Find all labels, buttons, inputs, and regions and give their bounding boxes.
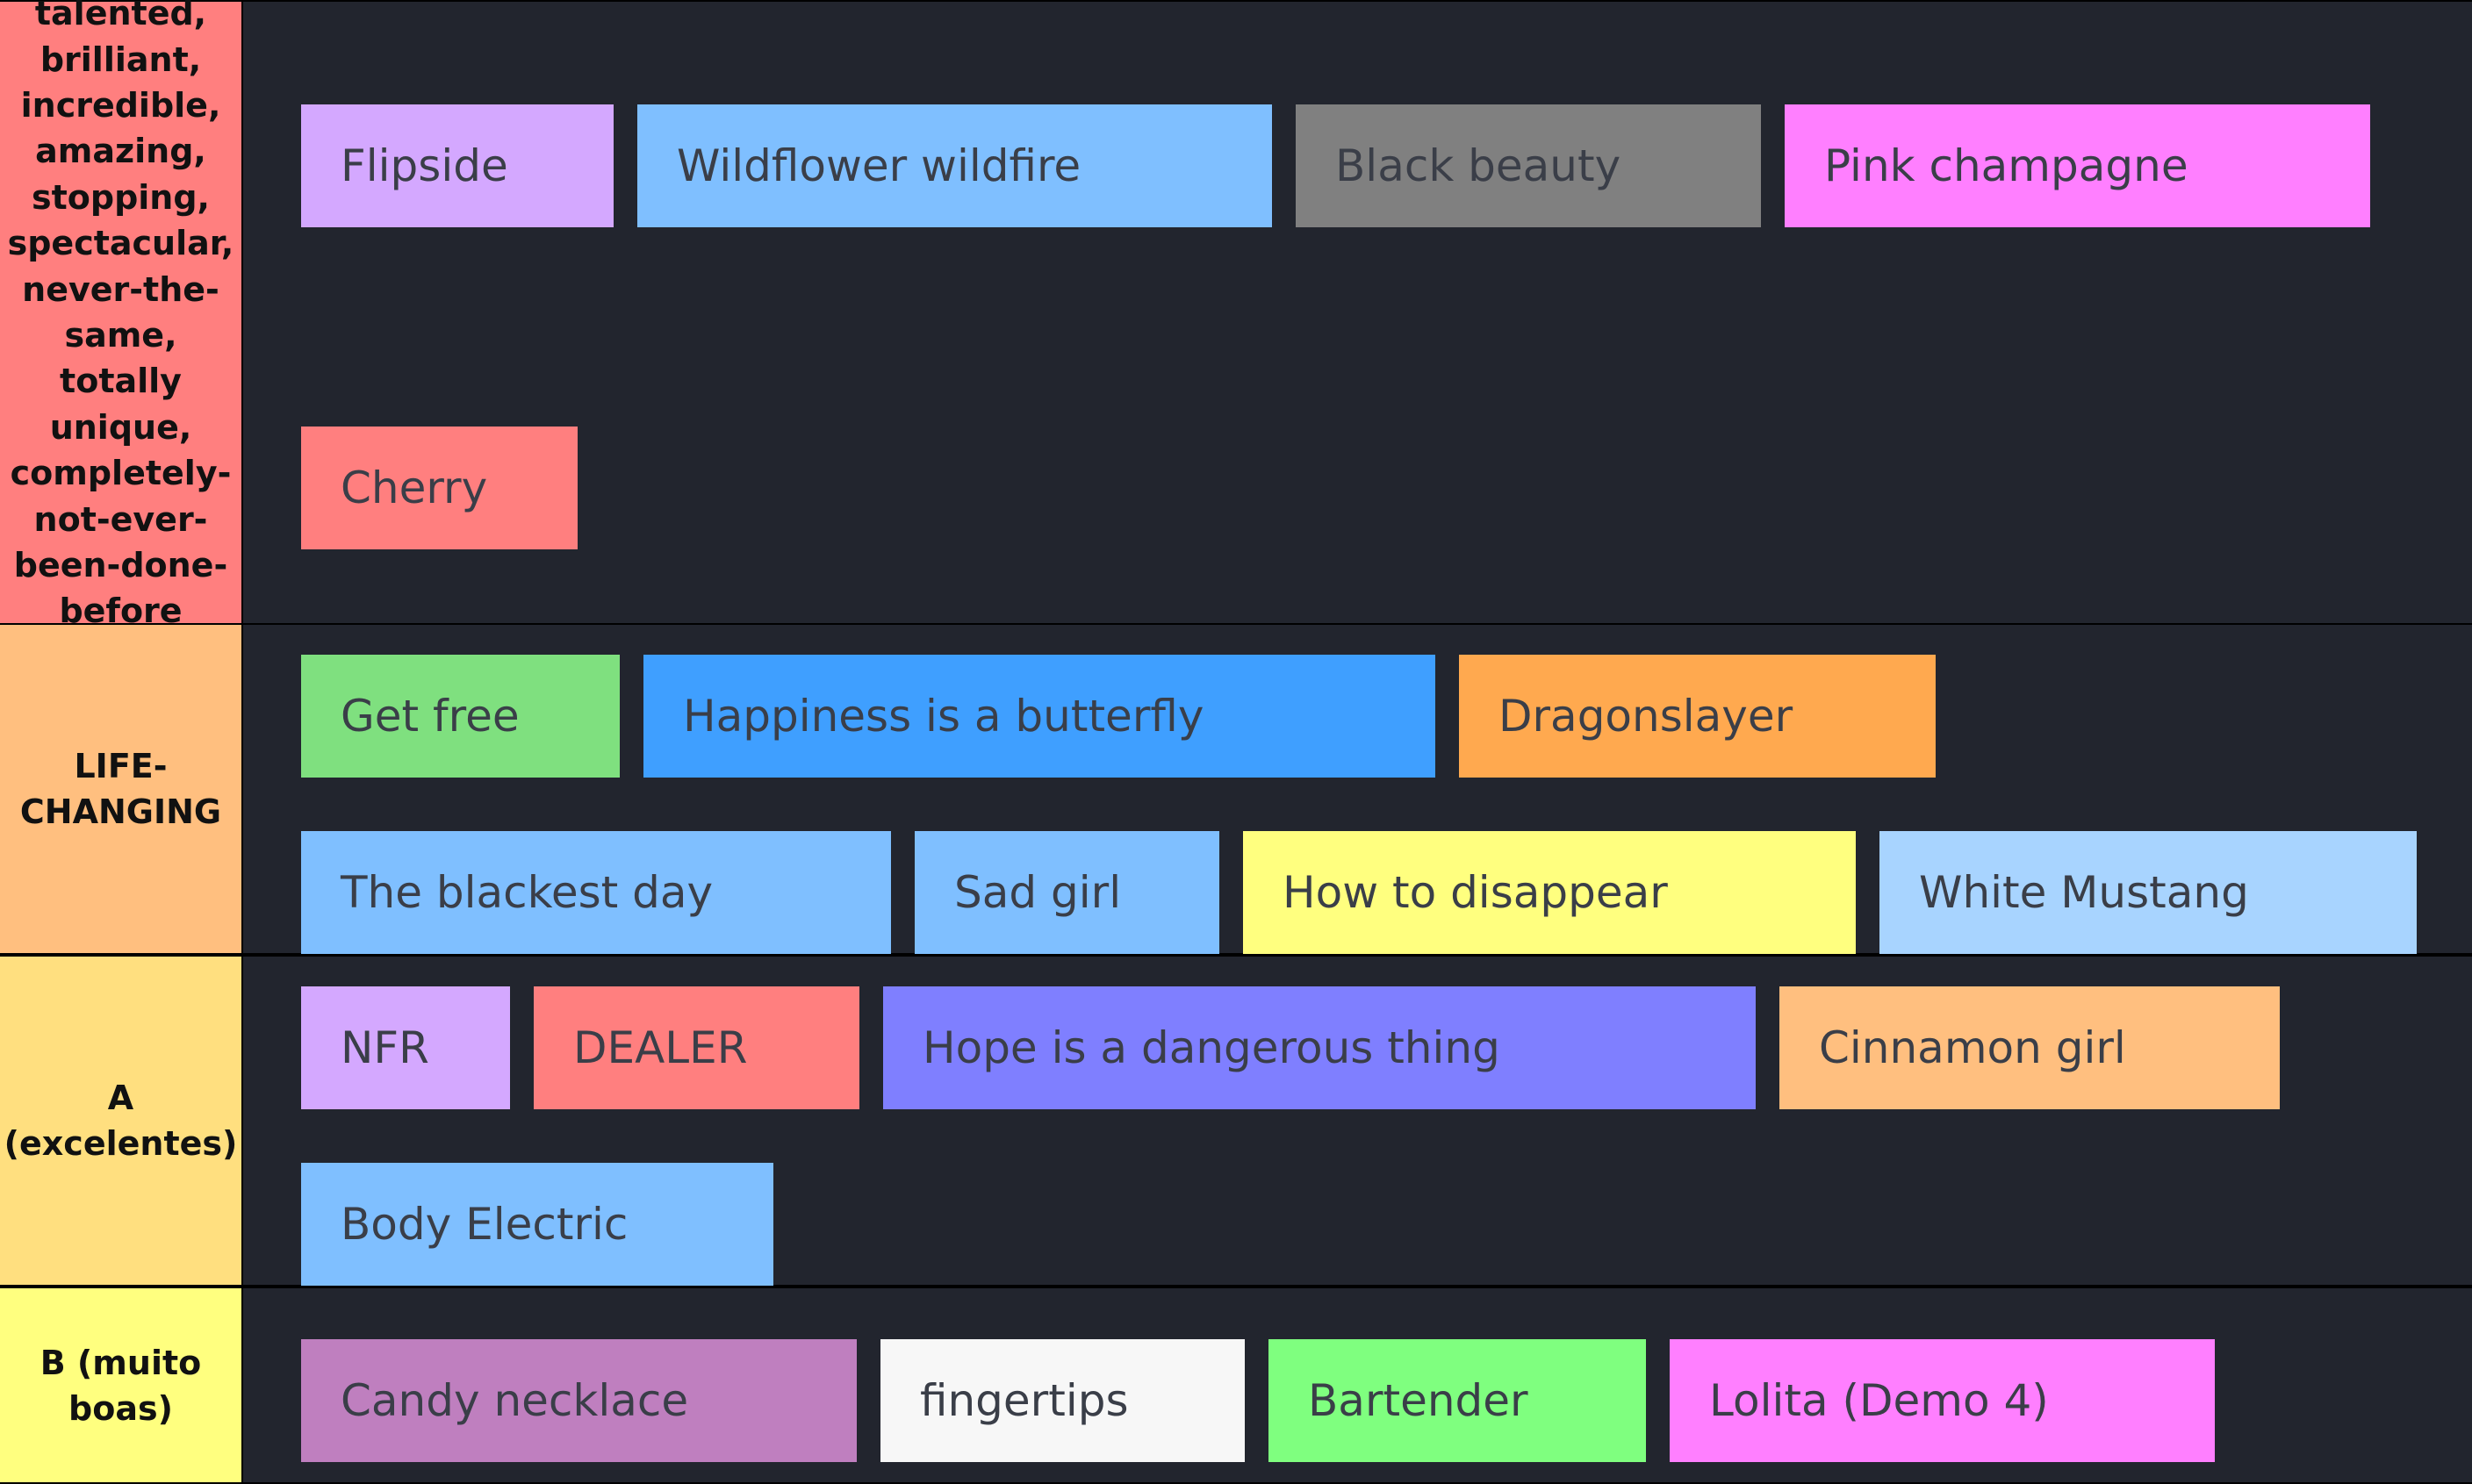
tier-items-area-3[interactable]: Candy necklace fingertips Bartender Loli… [243, 1288, 2472, 1482]
tier-item-body-electric[interactable]: Body Electric [301, 1163, 773, 1286]
tier-item-sad-girl[interactable]: Sad girl [915, 831, 1219, 954]
tier-item-fingertips[interactable]: fingertips [880, 1339, 1245, 1462]
tier-item-happiness-is-a-butterfly[interactable]: Happiness is a butterfly [643, 655, 1435, 778]
tier-row-0: talented, brilliant, incredible, amazing… [0, 0, 2472, 630]
tier-item-how-to-disappear[interactable]: How to disappear [1243, 831, 1856, 954]
tier-item-wildflower-wildfire[interactable]: Wildflower wildfire [637, 104, 1272, 227]
tier-row-3: B (muito boas) Candy necklace fingertips… [0, 1288, 2472, 1482]
tier-items-area-1[interactable]: Get free Happiness is a butterfly Dragon… [243, 625, 2472, 954]
tier-item-pink-champagne[interactable]: Pink champagne [1785, 104, 2370, 227]
tier-item-lolita-demo-4[interactable]: Lolita (Demo 4) [1670, 1339, 2215, 1462]
tier-item-cinnamon-girl[interactable]: Cinnamon girl [1779, 986, 2280, 1109]
tier-item-flipside[interactable]: Flipside [301, 104, 614, 227]
tier-item-get-free[interactable]: Get free [301, 655, 620, 778]
tier-item-dealer[interactable]: DEALER [534, 986, 859, 1109]
tier-item-bartender[interactable]: Bartender [1268, 1339, 1646, 1462]
tier-label-0[interactable]: talented, brilliant, incredible, amazing… [0, 0, 241, 630]
tier-row-2: A (excelentes) NFR DEALER Hope is a dang… [0, 957, 2472, 1286]
tier-label-1[interactable]: LIFE-CHANGING [0, 625, 241, 953]
tier-items-area-2[interactable]: NFR DEALER Hope is a dangerous thing Cin… [243, 957, 2472, 1286]
tier-item-dragonslayer[interactable]: Dragonslayer [1459, 655, 1936, 778]
tier-label-2[interactable]: A (excelentes) [0, 957, 241, 1285]
tier-item-candy-necklace[interactable]: Candy necklace [301, 1339, 857, 1462]
tier-label-3[interactable]: B (muito boas) [0, 1288, 241, 1482]
tier-item-black-beauty[interactable]: Black beauty [1296, 104, 1761, 227]
tier-item-cherry[interactable]: Cherry [301, 427, 578, 549]
tier-item-white-mustang[interactable]: White Mustang [1879, 831, 2417, 954]
tier-item-nfr[interactable]: NFR [301, 986, 510, 1109]
tier-item-hope-is-a-dangerous-thing[interactable]: Hope is a dangerous thing [883, 986, 1756, 1109]
tier-row-1: LIFE-CHANGING Get free Happiness is a bu… [0, 625, 2472, 954]
tier-item-the-blackest-day[interactable]: The blackest day [301, 831, 891, 954]
tier-items-area-0[interactable]: Flipside Wildflower wildfire Black beaut… [243, 2, 2472, 623]
